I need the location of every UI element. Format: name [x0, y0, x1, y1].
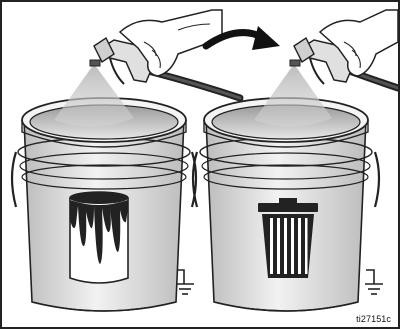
ground-symbol-icon [365, 270, 383, 294]
flush-procedure-illustration [2, 2, 398, 327]
paint-can-icon [70, 192, 128, 283]
ground-symbol-icon [176, 270, 194, 294]
right-spray-gun [290, 10, 398, 88]
spray-mist [54, 64, 134, 127]
left-spray-gun [90, 10, 240, 98]
trash-can-icon [258, 198, 318, 278]
figure-id-label: ti27151c [356, 314, 391, 324]
spray-mist [254, 64, 332, 127]
left-bucket-handle [12, 152, 16, 207]
